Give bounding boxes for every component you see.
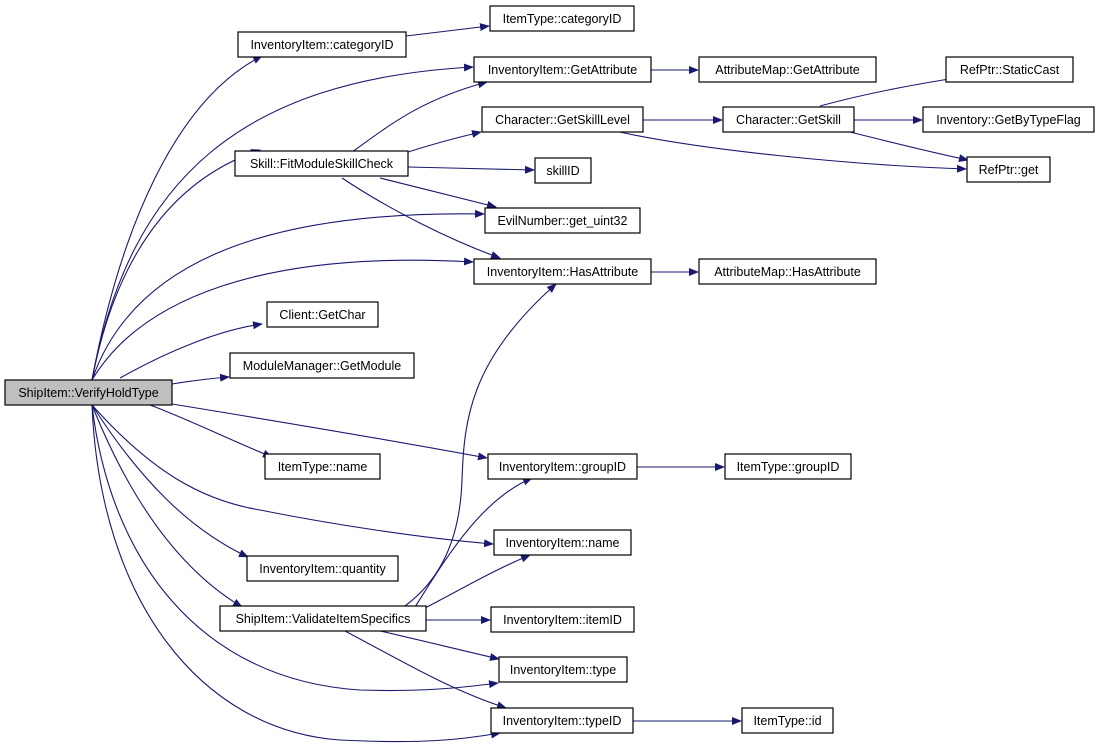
edge-root-evilnumber — [91, 209, 485, 381]
node-character-getskilllevel[interactable]: Character::GetSkillLevel — [481, 106, 644, 133]
edge-validate-inv-name — [424, 554, 531, 609]
node-refptr-staticcast[interactable]: RefPtr::StaticCast — [945, 56, 1074, 83]
edge-skill-inv-hasattribute — [341, 177, 501, 259]
edge-root-inv-getattribute — [91, 63, 474, 381]
edge-inv-categoryid-itemtype-categoryid — [405, 23, 490, 37]
svg-text:AttributeMap::GetAttribute: AttributeMap::GetAttribute — [715, 63, 860, 77]
edge-root-inv-type — [91, 404, 499, 692]
svg-text:Client::GetChar: Client::GetChar — [279, 308, 365, 322]
node-evilnumber-get-uint32[interactable]: EvilNumber::get_uint32 — [484, 207, 641, 234]
svg-text:ModuleManager::GetModule: ModuleManager::GetModule — [243, 359, 401, 373]
node-itemtype-groupid[interactable]: ItemType::groupID — [724, 453, 852, 480]
svg-text:InventoryItem::itemID: InventoryItem::itemID — [503, 613, 622, 627]
svg-text:Skill::FitModuleSkillCheck: Skill::FitModuleSkillCheck — [250, 157, 394, 171]
edge-skill-evilnumber — [379, 177, 497, 209]
svg-text:AttributeMap::HasAttribute: AttributeMap::HasAttribute — [714, 265, 861, 279]
edge-root-inv-typeid — [91, 404, 501, 743]
node-inventoryitem-type[interactable]: InventoryItem::type — [498, 656, 628, 683]
edge-root-inv-categoryid — [91, 55, 263, 381]
edge-getskill-refptr-get — [845, 130, 969, 163]
svg-text:RefPtr::get: RefPtr::get — [979, 163, 1039, 177]
node-client-getchar[interactable]: Client::GetChar — [266, 301, 379, 328]
node-inventoryitem-groupid[interactable]: InventoryItem::groupID — [487, 453, 638, 480]
node-skillid[interactable]: skillID — [534, 157, 592, 184]
node-attributemap-hasattribute[interactable]: AttributeMap::HasAttribute — [698, 258, 877, 285]
svg-text:Character::GetSkillLevel: Character::GetSkillLevel — [495, 113, 630, 127]
edges — [91, 23, 969, 743]
edge-root-modulemanager — [171, 373, 230, 385]
svg-text:InventoryItem::typeID: InventoryItem::typeID — [503, 714, 622, 728]
edge-root-inv-hasattribute — [91, 257, 474, 381]
node-skill-fitmoduleskillcheck[interactable]: Skill::FitModuleSkillCheck — [234, 150, 409, 177]
node-inventoryitem-hasattribute[interactable]: InventoryItem::HasAttribute — [473, 258, 652, 285]
svg-text:InventoryItem::HasAttribute: InventoryItem::HasAttribute — [487, 265, 639, 279]
svg-text:InventoryItem::type: InventoryItem::type — [510, 663, 616, 677]
node-shipitem-validateitemspecifics[interactable]: ShipItem::ValidateItemSpecifics — [219, 605, 427, 632]
node-itemtype-name[interactable]: ItemType::name — [264, 453, 381, 480]
svg-text:ItemType::categoryID: ItemType::categoryID — [503, 12, 622, 26]
svg-text:ItemType::id: ItemType::id — [753, 714, 821, 728]
edge-root-ship-validate — [91, 404, 243, 608]
edge-skill-skillid — [407, 165, 535, 174]
node-itemtype-categoryid[interactable]: ItemType::categoryID — [489, 5, 635, 32]
node-inventoryitem-typeid[interactable]: InventoryItem::typeID — [490, 707, 634, 734]
edge-getskill-staticcast — [819, 74, 963, 107]
svg-text:ShipItem::ValidateItemSpecific: ShipItem::ValidateItemSpecifics — [236, 612, 411, 626]
svg-text:skillID: skillID — [546, 164, 579, 178]
svg-text:InventoryItem::quantity: InventoryItem::quantity — [259, 562, 386, 576]
nodes: ShipItem::VerifyHoldType InventoryItem::… — [4, 5, 1095, 734]
node-inventoryitem-quantity[interactable]: InventoryItem::quantity — [246, 555, 399, 582]
edge-validate-inv-groupid — [414, 477, 533, 608]
node-refptr-get[interactable]: RefPtr::get — [966, 156, 1051, 183]
node-itemtype-id[interactable]: ItemType::id — [741, 707, 834, 734]
svg-text:ShipItem::VerifyHoldType: ShipItem::VerifyHoldType — [18, 386, 158, 400]
node-inventoryitem-name[interactable]: InventoryItem::name — [493, 529, 632, 556]
svg-text:Character::GetSkill: Character::GetSkill — [736, 113, 841, 127]
edge-skill-inv-getattribute — [351, 80, 488, 153]
node-modulemanager-getmodule[interactable]: ModuleManager::GetModule — [229, 352, 415, 379]
edge-validate-inv-hasattribute — [404, 283, 557, 607]
node-inventoryitem-itemid[interactable]: InventoryItem::itemID — [490, 606, 635, 633]
svg-text:Inventory::GetByTypeFlag: Inventory::GetByTypeFlag — [936, 113, 1081, 127]
edge-root-skill-fitmodule — [91, 149, 261, 381]
edge-root-inv-quantity — [91, 404, 249, 558]
node-character-getskill[interactable]: Character::GetSkill — [722, 106, 855, 133]
svg-text:RefPtr::StaticCast: RefPtr::StaticCast — [960, 63, 1060, 77]
svg-text:InventoryItem::categoryID: InventoryItem::categoryID — [250, 38, 393, 52]
node-attributemap-getattribute[interactable]: AttributeMap::GetAttribute — [698, 56, 877, 83]
svg-text:ItemType::name: ItemType::name — [278, 460, 368, 474]
svg-text:ItemType::groupID: ItemType::groupID — [737, 460, 840, 474]
edge-validate-inv-type — [379, 630, 500, 661]
edge-root-inv-groupid — [171, 403, 488, 461]
node-inventoryitem-getattribute[interactable]: InventoryItem::GetAttribute — [473, 56, 652, 83]
svg-text:InventoryItem::GetAttribute: InventoryItem::GetAttribute — [488, 63, 637, 77]
node-shipitem-verifyholdtype[interactable]: ShipItem::VerifyHoldType — [4, 379, 173, 406]
edge-root-client-getchar — [119, 321, 263, 379]
edge-validate-inv-typeid — [344, 630, 507, 710]
edge-root-inv-name — [91, 404, 494, 548]
node-inventoryitem-categoryid[interactable]: InventoryItem::categoryID — [237, 31, 407, 58]
edge-getskilllevel-refptr-get — [614, 130, 967, 173]
svg-text:InventoryItem::name: InventoryItem::name — [506, 536, 620, 550]
edge-root-itemtype-name — [149, 404, 273, 458]
node-inventory-getbytypeflag[interactable]: Inventory::GetByTypeFlag — [922, 106, 1095, 133]
svg-text:InventoryItem::groupID: InventoryItem::groupID — [499, 460, 626, 474]
svg-text:EvilNumber::get_uint32: EvilNumber::get_uint32 — [498, 214, 628, 228]
edge-skill-char-getskilllevel — [407, 130, 482, 153]
